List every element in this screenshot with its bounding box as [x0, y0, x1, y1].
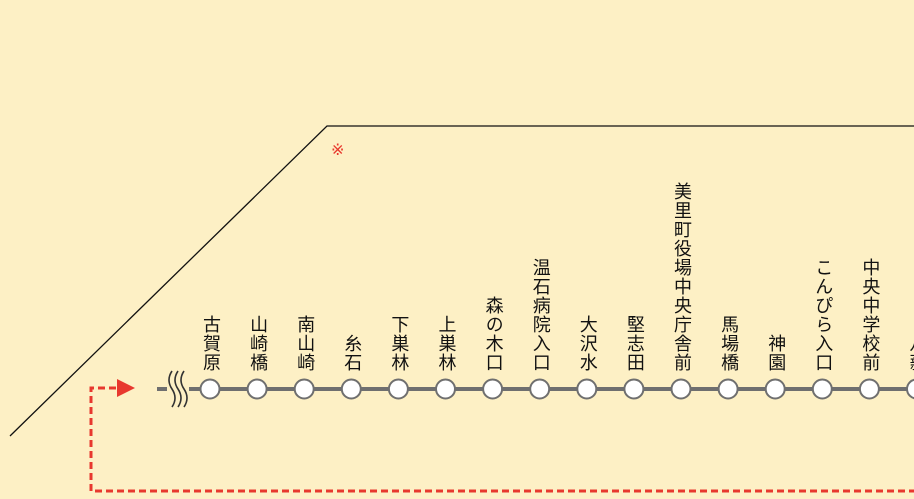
station-label: 南山崎 — [293, 315, 315, 372]
station-label: 糸石 — [340, 334, 362, 372]
station-label: 中央中学校前 — [858, 258, 880, 372]
station-marker — [860, 380, 879, 399]
station-marker — [248, 380, 267, 399]
dashed-route-line — [91, 388, 914, 491]
station-marker — [577, 380, 596, 399]
station-label: 神園 — [764, 334, 786, 372]
station-label: 山崎橋 — [246, 315, 268, 372]
station-label: 下巣林 — [387, 315, 409, 372]
station-marker — [813, 380, 832, 399]
station-marker — [624, 380, 643, 399]
note-mark: ※ — [331, 140, 344, 159]
station-marker — [436, 380, 455, 399]
station-label: 古賀原 — [199, 315, 221, 372]
station-label: 馬場橋 — [717, 315, 739, 372]
arrow-right-icon — [117, 379, 135, 397]
station-marker — [766, 380, 785, 399]
station-marker — [907, 380, 914, 399]
station-label: 森の木口 — [482, 296, 504, 372]
station-label: 温石病院入口 — [529, 258, 551, 372]
station-marker — [342, 380, 361, 399]
station-marker — [389, 380, 408, 399]
station-label: こんぴら入口 — [811, 258, 833, 372]
station-marker — [483, 380, 502, 399]
station-marker — [201, 380, 220, 399]
station-marker — [672, 380, 691, 399]
station-label: 美里町役場中央庁舎前 — [670, 182, 692, 372]
station-label: 大沢水 — [576, 315, 598, 372]
station-label: 堅志田 — [623, 315, 645, 372]
station-marker — [295, 380, 314, 399]
station-label: 八薪 — [906, 334, 914, 372]
station-marker — [719, 380, 738, 399]
station-marker — [530, 380, 549, 399]
station-label: 上巣林 — [435, 315, 457, 372]
